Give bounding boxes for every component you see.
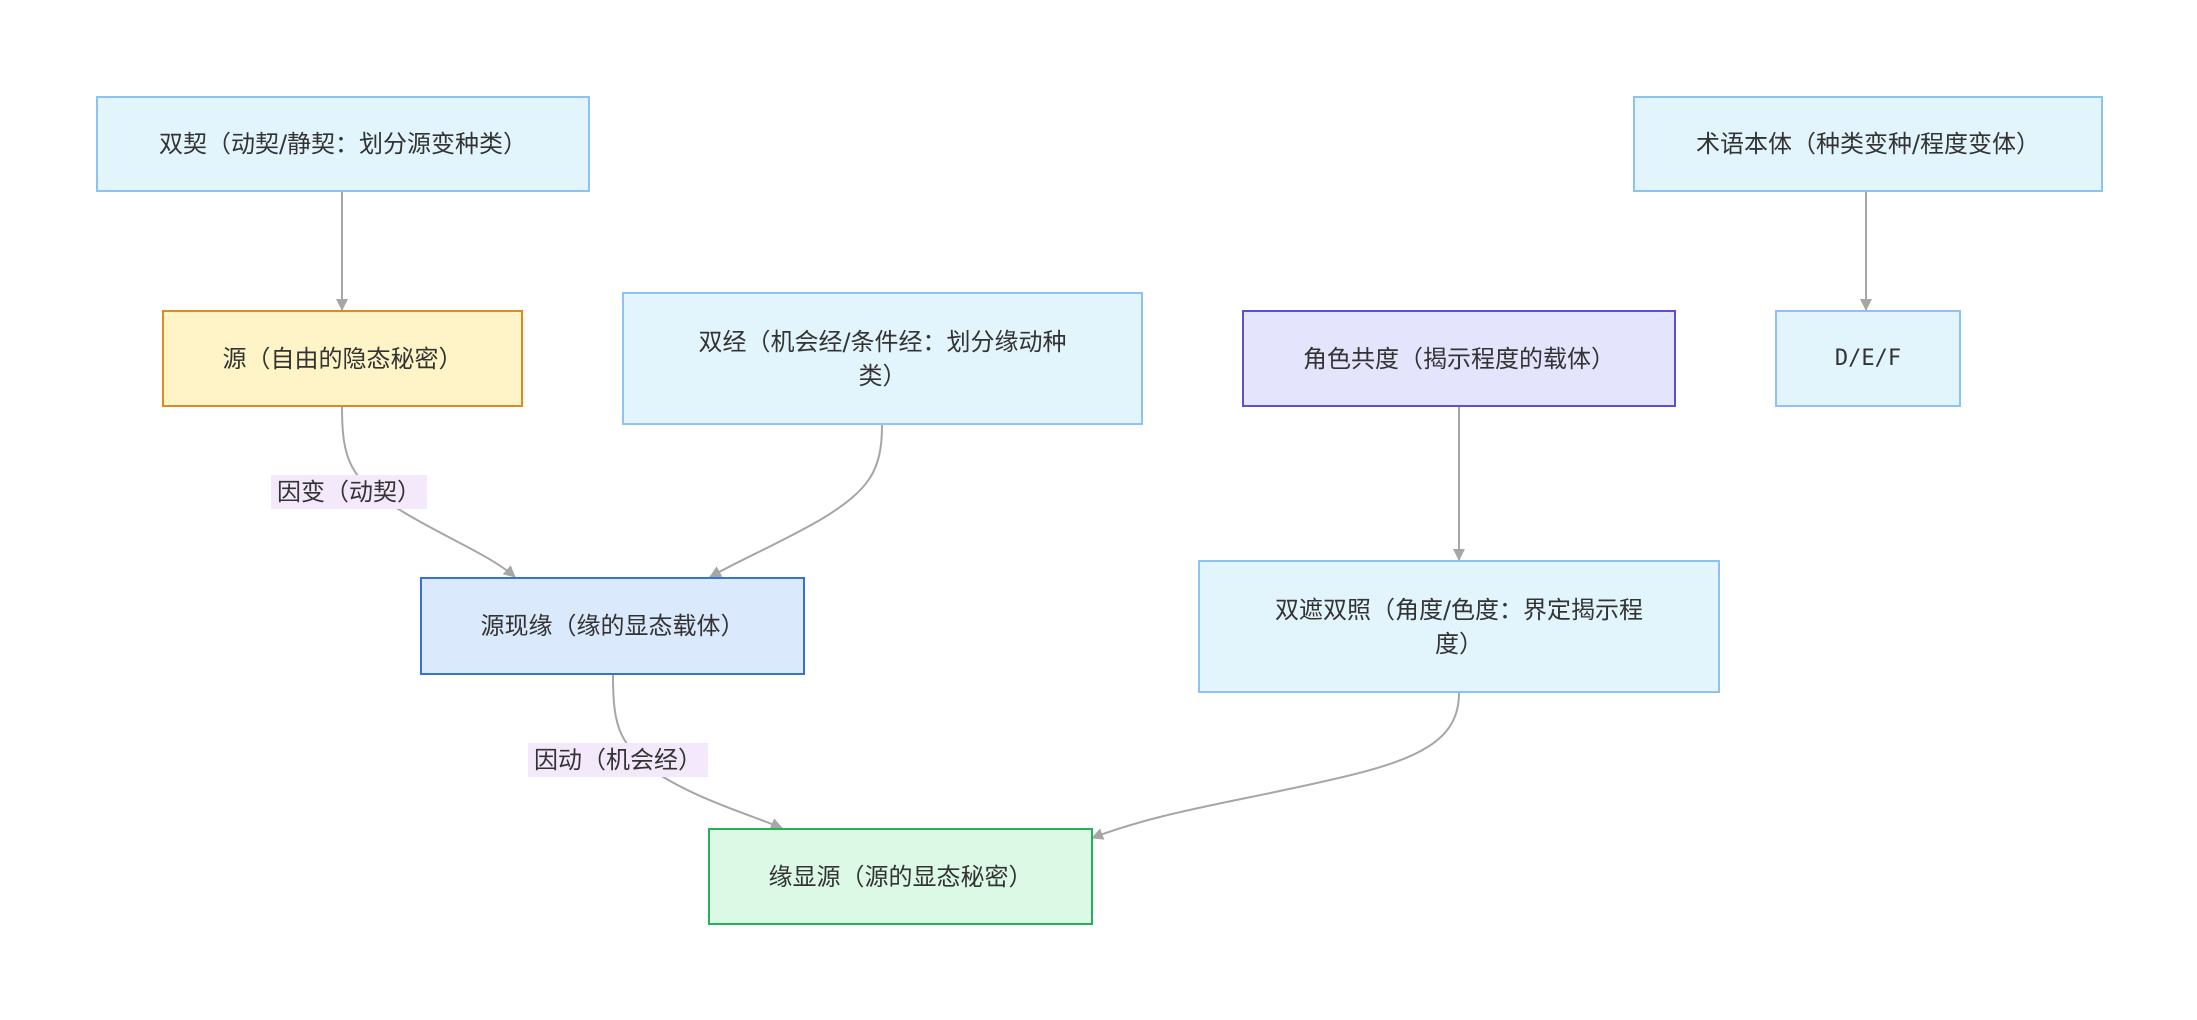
edge-label-yindong: 因动（机会经） xyxy=(528,743,708,777)
node-jiaose-gongdu-label: 角色共度（揭示程度的载体） xyxy=(1303,344,1615,373)
node-def-label: D/E/F xyxy=(1834,345,1902,371)
node-shuang-zhe-shuang-zhao: 双遮双照（角度/色度：界定揭示程度） xyxy=(1198,560,1720,693)
edge-label-yinbian: 因变（动契） xyxy=(271,475,427,509)
node-yuan: 源（自由的隐态秘密） xyxy=(162,310,523,407)
node-shuyu-benti-label: 术语本体（种类变种/程度变体） xyxy=(1695,130,2041,158)
node-yuan-xian-yuan: 源现缘（缘的显态载体） xyxy=(420,577,805,675)
node-shuyu-benti: 术语本体（种类变种/程度变体） xyxy=(1633,96,2103,192)
node-jiaose-gongdu: 角色共度（揭示程度的载体） xyxy=(1242,310,1676,407)
node-shuang-qi-label: 双契（动契/静契：划分源变种类） xyxy=(158,130,528,158)
node-yuan-xian-yuan-result-label: 缘显源（源的显态秘密） xyxy=(768,862,1033,891)
node-yuan-xian-yuan-label: 源现缘（缘的显态载体） xyxy=(480,612,745,640)
node-yuan-label: 源（自由的隐态秘密） xyxy=(222,344,463,373)
node-shuang-qi: 双契（动契/静契：划分源变种类） xyxy=(96,96,590,192)
node-shuang-jing: 双经（机会经/条件经：划分缘动种类） xyxy=(622,292,1143,425)
node-yuan-xian-yuan-result: 缘显源（源的显态秘密） xyxy=(708,828,1093,925)
edge-yuan-to-yuanxianyuan xyxy=(341,406,516,578)
node-def: D/E/F xyxy=(1775,310,1961,407)
edge-shuangzhe-to-result xyxy=(1091,692,1460,840)
node-shuang-zhe-shuang-zhao-label: 双遮双照（角度/色度：界定揭示程度） xyxy=(1274,595,1644,658)
edge-shuangjing-to-yuanxianyuan xyxy=(709,424,883,578)
node-shuang-jing-label: 双经（机会经/条件经：划分缘动种类） xyxy=(698,327,1067,390)
